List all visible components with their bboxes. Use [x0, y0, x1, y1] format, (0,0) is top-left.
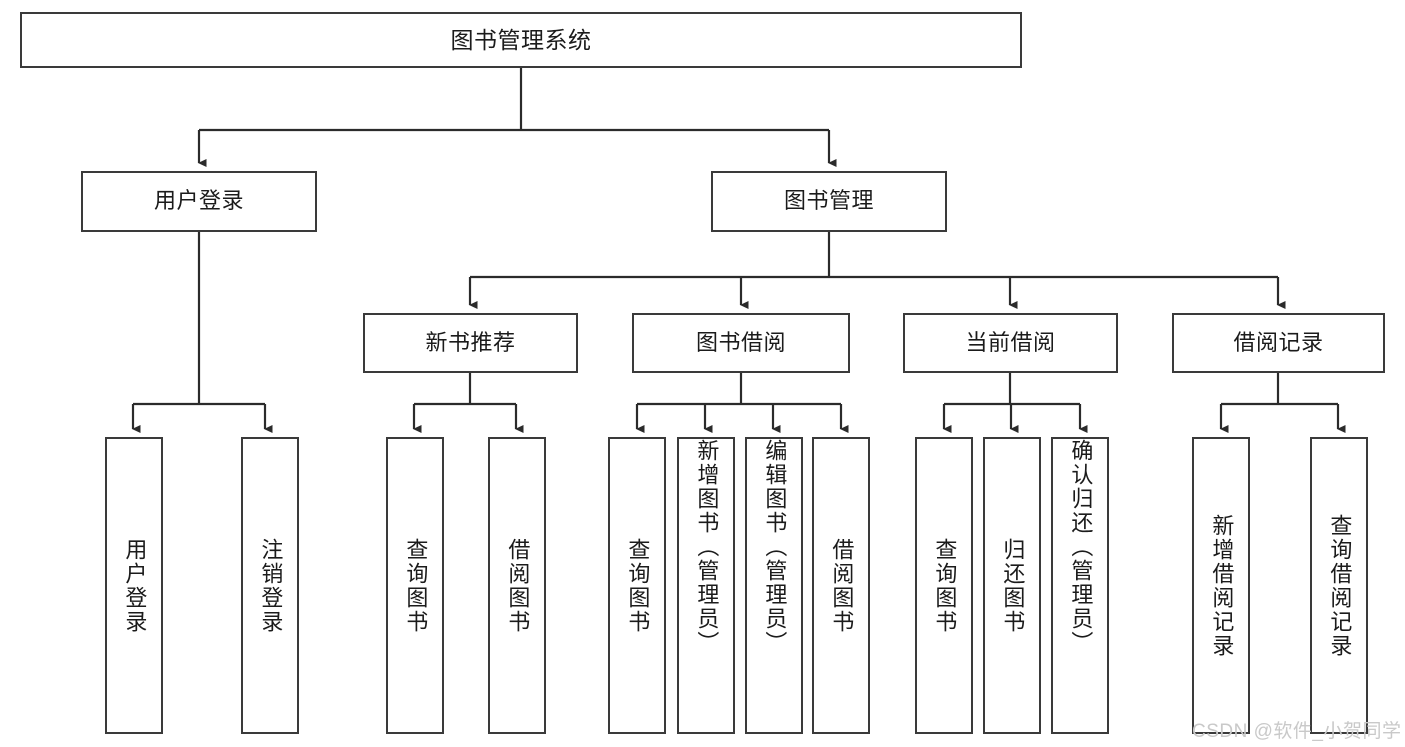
node-new-book-recommend[interactable]: 新书推荐	[363, 313, 578, 373]
leaf-user-login-login[interactable]: 用户登录	[105, 437, 163, 734]
leaf-records-add-record[interactable]: 新增借阅记录	[1192, 437, 1250, 734]
node-label: 借阅记录	[1233, 329, 1324, 355]
node-label: 图书借阅	[695, 329, 786, 355]
node-book-management[interactable]: 图书管理	[711, 171, 947, 232]
node-label: 借阅图书	[829, 537, 855, 634]
node-label: 注销登录	[258, 537, 284, 634]
leaf-current-confirm-return-admin[interactable]: 确认归还（管理员）	[1051, 437, 1109, 734]
node-label: 确认归还（管理员）	[1068, 439, 1094, 655]
csdn-watermark: CSDN @软件_小贺同学	[1192, 721, 1402, 742]
leaf-records-query-record[interactable]: 查询借阅记录	[1310, 437, 1368, 734]
leaf-recommend-borrow-book[interactable]: 借阅图书	[488, 437, 546, 734]
node-label: 用户登录	[153, 188, 244, 214]
node-label: 查询图书	[403, 537, 429, 634]
node-borrow-records[interactable]: 借阅记录	[1172, 313, 1385, 373]
node-book-management-system[interactable]: 图书管理系统	[20, 12, 1022, 68]
node-label: 新增借阅记录	[1209, 513, 1235, 658]
leaf-borrow-query-book[interactable]: 查询图书	[608, 437, 666, 734]
node-label: 查询图书	[625, 537, 651, 634]
leaf-current-return-book[interactable]: 归还图书	[983, 437, 1041, 734]
node-label: 用户登录	[122, 537, 148, 634]
node-current-borrow[interactable]: 当前借阅	[903, 313, 1118, 373]
node-label: 查询图书	[932, 537, 958, 634]
node-label: 借阅图书	[505, 537, 531, 634]
leaf-recommend-query-book[interactable]: 查询图书	[386, 437, 444, 734]
node-label: 图书管理	[783, 188, 874, 214]
leaf-borrow-add-book-admin[interactable]: 新增图书（管理员）	[677, 437, 735, 734]
leaf-current-query-book[interactable]: 查询图书	[915, 437, 973, 734]
leaf-borrow-edit-book-admin[interactable]: 编辑图书（管理员）	[745, 437, 803, 734]
node-label: 编辑图书（管理员）	[762, 439, 788, 655]
node-label: 新增图书（管理员）	[694, 439, 720, 655]
node-label: 当前借阅	[965, 329, 1056, 355]
node-label: 归还图书	[1000, 537, 1026, 634]
node-user-login[interactable]: 用户登录	[81, 171, 317, 232]
node-label: 图书管理系统	[450, 26, 592, 53]
leaf-user-login-logout[interactable]: 注销登录	[241, 437, 299, 734]
leaf-borrow-borrow-book[interactable]: 借阅图书	[812, 437, 870, 734]
node-book-borrow[interactable]: 图书借阅	[632, 313, 850, 373]
node-label: 查询借阅记录	[1327, 513, 1353, 658]
node-label: 新书推荐	[425, 329, 516, 355]
